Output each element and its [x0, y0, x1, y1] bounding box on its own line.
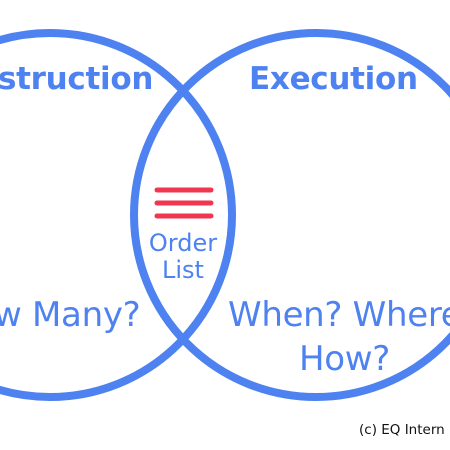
execution-question-line2: How? [299, 339, 391, 379]
order-list-label-line1: Order [148, 229, 218, 257]
execution-heading: Execution [249, 61, 418, 97]
list-lines-icon [154, 187, 214, 219]
copyright-text: (c) EQ Intern [359, 422, 445, 438]
order-list-label-line2: List [162, 256, 204, 284]
instruction-heading: struction [0, 61, 154, 97]
order-list-label: Order List [147, 230, 219, 284]
instruction-circle [0, 29, 236, 401]
instruction-question: w Many? [0, 295, 141, 335]
execution-circle [130, 29, 450, 401]
execution-question-line1: When? Where [228, 295, 450, 335]
